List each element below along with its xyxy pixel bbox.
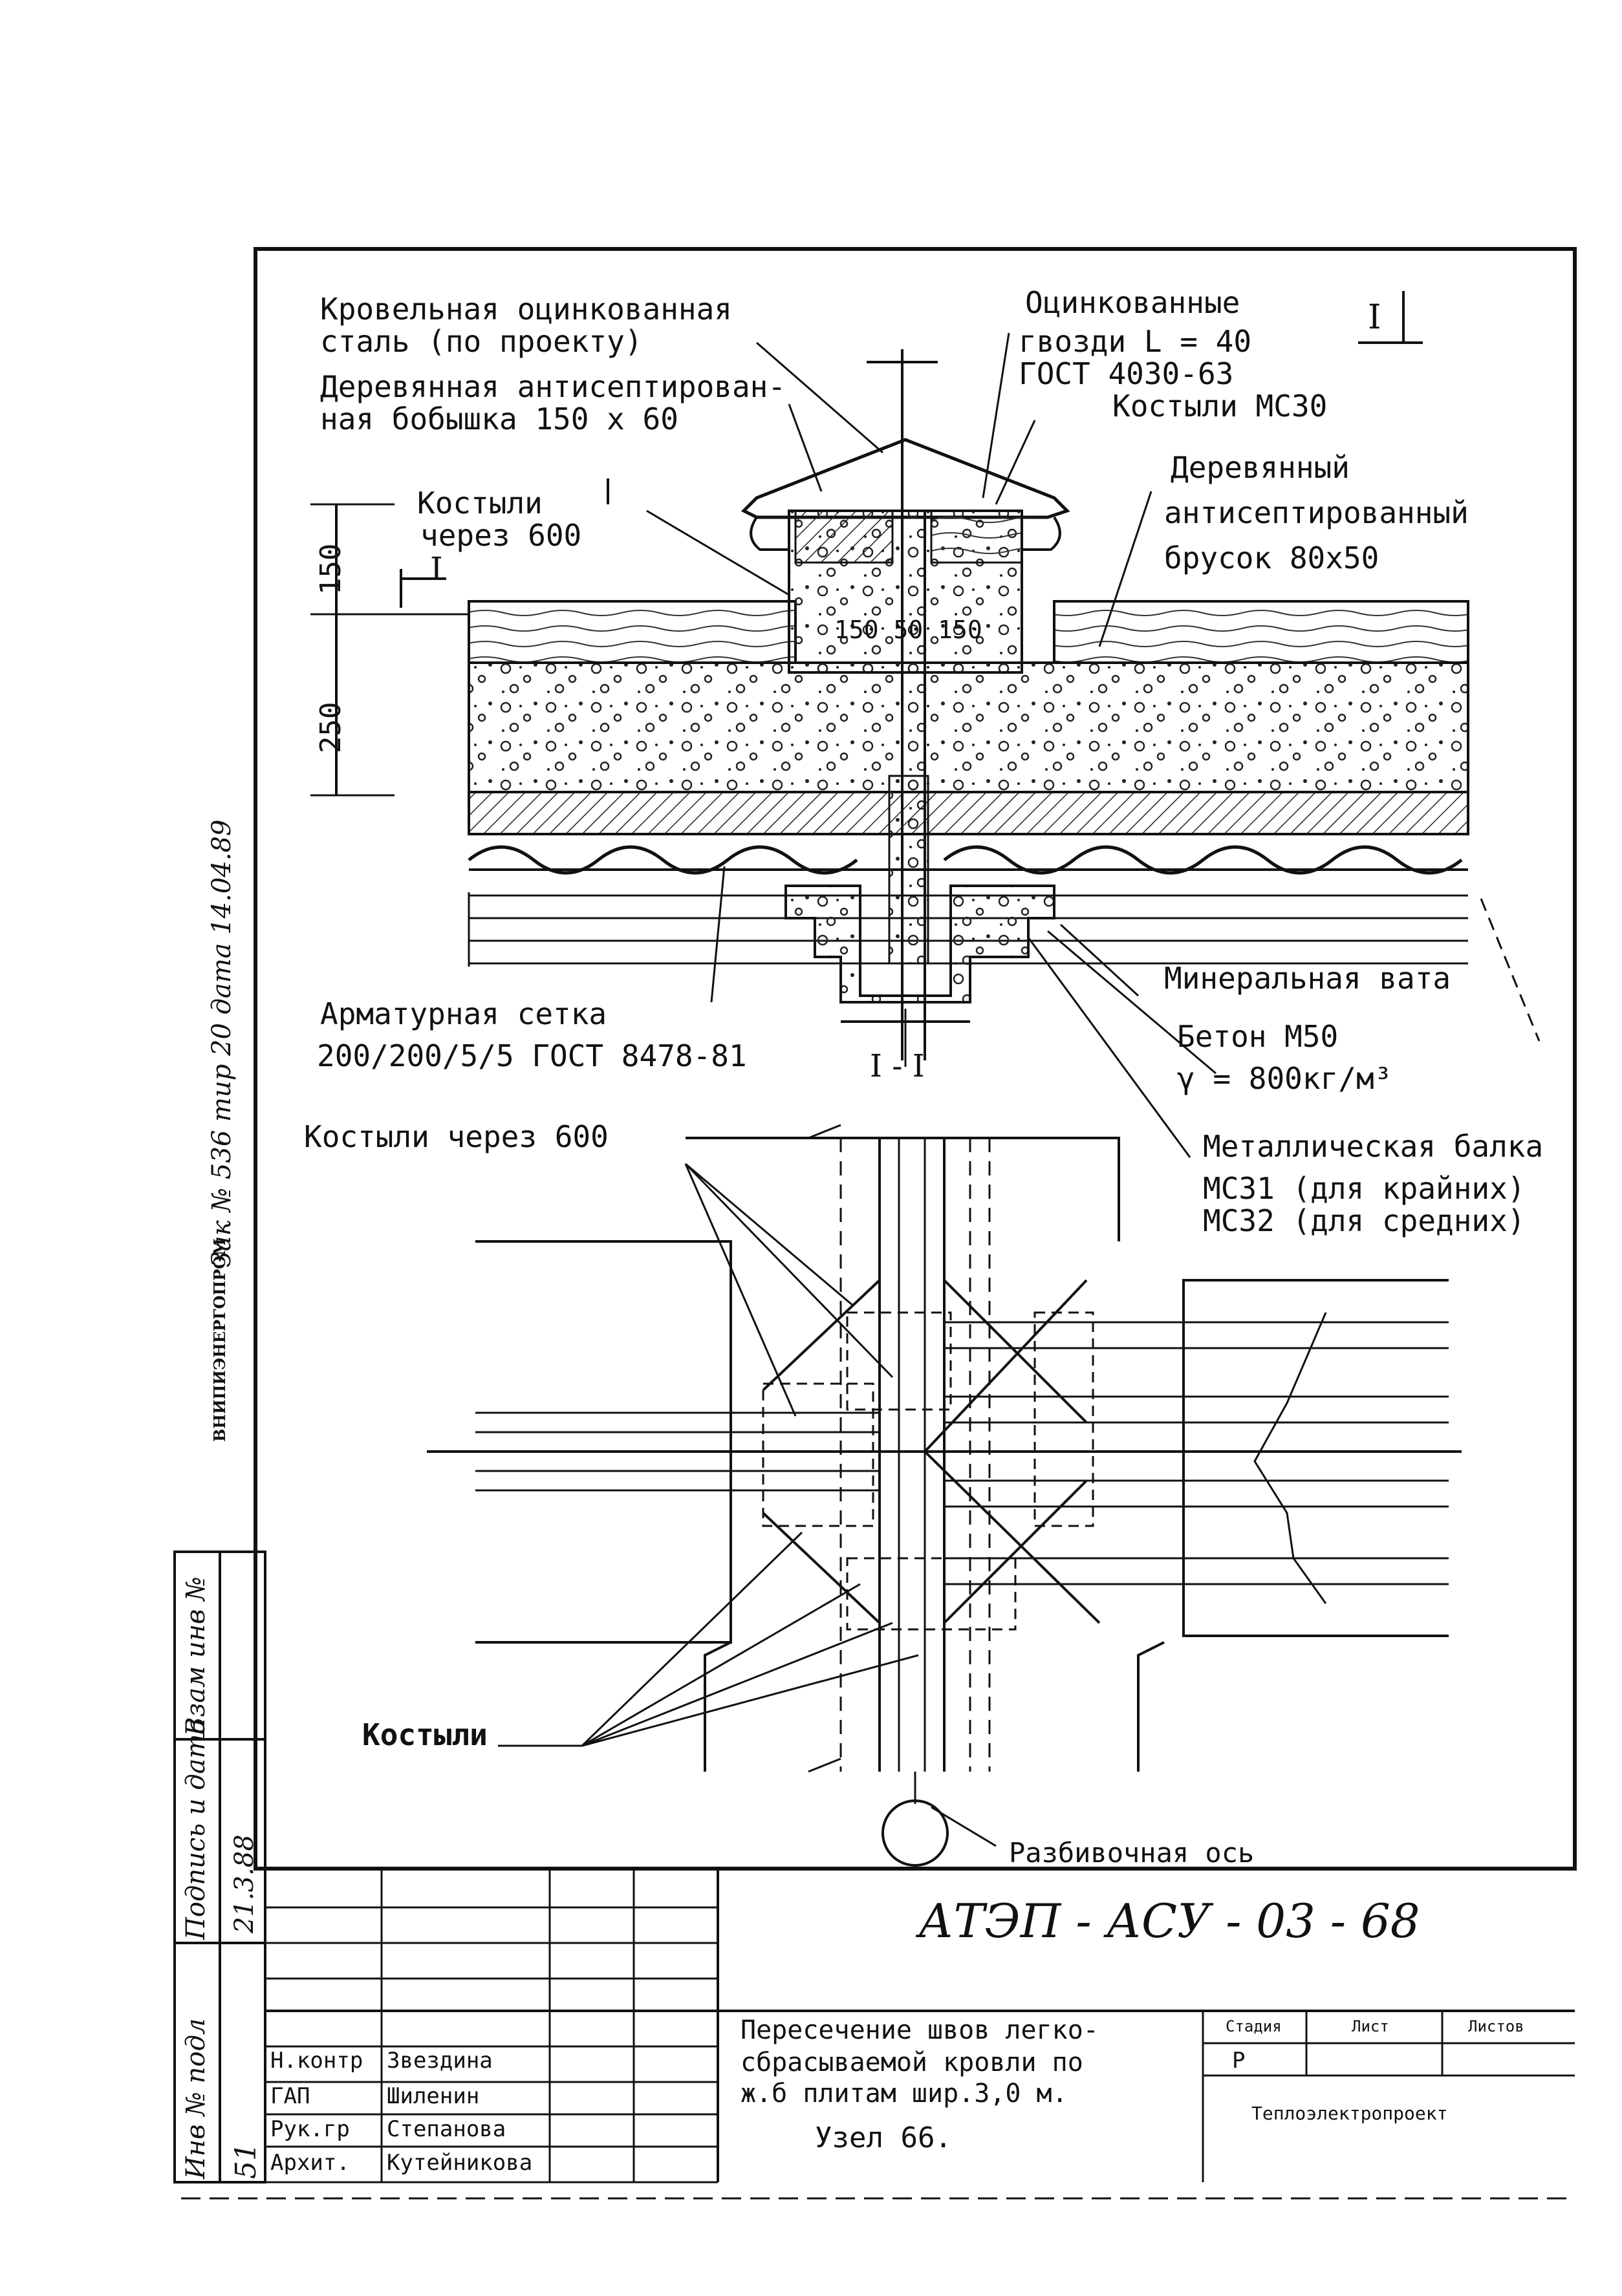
- side-header-sign: Подпись и дата: [181, 1718, 211, 1940]
- label-crutches-600-2: через 600: [420, 518, 582, 553]
- plan-view: [427, 1124, 1462, 1867]
- section-title: I - I: [870, 1048, 925, 1084]
- description-4: Узел 66.: [815, 2121, 952, 2154]
- dim-150: 150: [314, 543, 347, 595]
- label-wood-boss-1: Деревянная антисептирован-: [320, 369, 786, 404]
- label-metal-beam-3: МС32 (для средних): [1203, 1203, 1526, 1238]
- label-metal-beam-2: МС31 (для крайних): [1203, 1171, 1526, 1206]
- name-kuteynikova: Кутейникова: [387, 2150, 533, 2176]
- label-crutches-plan: Костыли: [362, 1717, 488, 1752]
- role-nkontr: Н.контр: [270, 2048, 363, 2074]
- doc-code: АТЭП - АСУ - 03 - 68: [918, 1894, 1420, 1948]
- label-wood-bar-3: брусок 80х50: [1164, 541, 1379, 575]
- section-mark-top: I: [1368, 298, 1381, 337]
- inner-dims: 150 50 150: [834, 616, 982, 644]
- label-nails-1: Оцинкованные: [1025, 285, 1240, 320]
- label-roof-steel-1: Кровельная оцинкованная: [320, 292, 732, 327]
- label-wood-bar-1: Деревянный: [1171, 450, 1350, 485]
- title-block: [181, 1867, 1575, 2200]
- side-value-inv: 51: [230, 2143, 263, 2179]
- sheet-header: Лист: [1352, 2017, 1389, 2035]
- name-stepanova: Степанова: [387, 2116, 506, 2142]
- side-stamp-order: Зак № 536 тир 20 дата 14.04.89: [207, 819, 237, 1267]
- side-header-inv: Инв № подл: [181, 2018, 211, 2179]
- side-value-sign: 21.3.88: [230, 1834, 259, 1933]
- label-mesh-2: 200/200/5/5 ГОСТ 8478-81: [317, 1038, 747, 1073]
- label-wood-boss-2: ная бобышка 150 х 60: [320, 402, 678, 436]
- label-mesh-1: Арматурная сетка: [320, 996, 607, 1031]
- stage-header: Стадия: [1226, 2017, 1282, 2035]
- section-view: [310, 291, 1541, 1158]
- name-zvezdina: Звездина: [387, 2048, 493, 2074]
- label-concrete-1: Бетон М50: [1177, 1019, 1339, 1054]
- label-metal-beam-1: Металлическая балка: [1203, 1129, 1544, 1164]
- role-rukgr: Рук.гр: [270, 2116, 350, 2142]
- role-gap: ГАП: [270, 2083, 310, 2109]
- description-1: Пересечение швов легко-: [741, 2015, 1099, 2045]
- dim-250: 250: [314, 702, 347, 753]
- stage-value: Р: [1232, 2048, 1246, 2074]
- label-crutches-600-plan: Костыли через 600: [304, 1119, 609, 1154]
- role-arch: Архит.: [270, 2150, 350, 2176]
- side-header-replace: Взам инв №: [181, 1576, 211, 1736]
- label-nails-2: гвозди L = 40: [1019, 324, 1252, 359]
- section-mark-left: I: [430, 550, 443, 588]
- name-shilenin: Шиленин: [387, 2083, 480, 2109]
- label-mineral-wool: Минеральная вата: [1164, 961, 1451, 996]
- label-wood-bar-2: антисептированный: [1164, 495, 1469, 530]
- label-axis: Разбивочная ось: [1009, 1837, 1255, 1869]
- description-2: сбрасываемой кровли по: [741, 2048, 1083, 2077]
- side-stamp-org: ВНИПИЭНЕРГОПРОМ: [210, 1238, 229, 1442]
- label-crutches-600-1: Костыли: [417, 486, 543, 520]
- label-crutches-mc30: Костыли МС30: [1112, 389, 1328, 424]
- label-roof-steel-2: сталь (по проекту): [320, 324, 643, 359]
- label-concrete-2: γ = 800кг/м³: [1177, 1061, 1392, 1096]
- org-name: Теплоэлектропроект: [1251, 2103, 1448, 2124]
- label-nails-3: ГОСТ 4030-63: [1019, 356, 1234, 391]
- description-3: ж.б плитам шир.3,0 м.: [741, 2079, 1068, 2108]
- sheets-header: Листов: [1468, 2017, 1524, 2035]
